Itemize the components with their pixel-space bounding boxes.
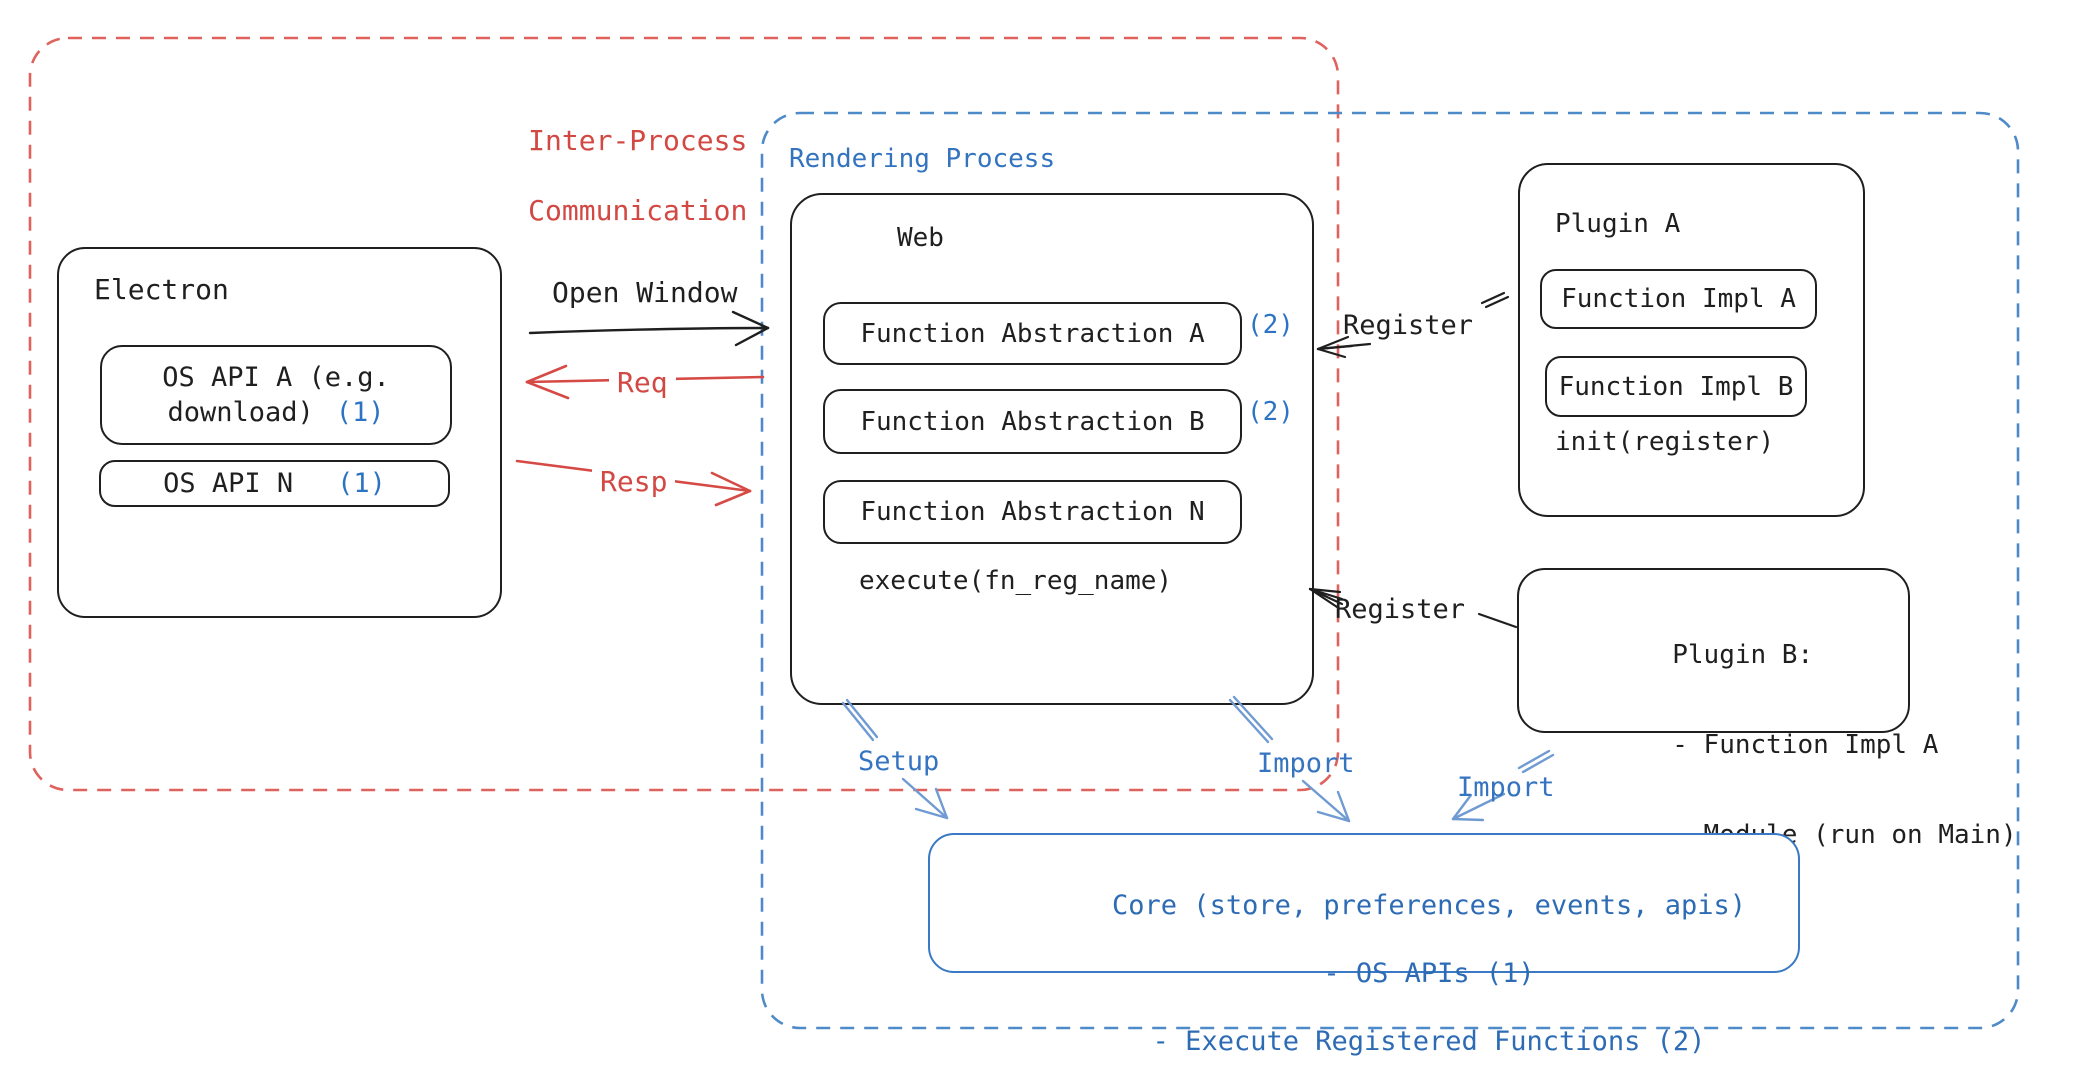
resp-label: Resp: [592, 465, 676, 498]
core-text: Core (store, preferences, events, apis) …: [930, 855, 1798, 1066]
plugin-b-line1: Plugin B:: [1672, 640, 1814, 670]
core-box: Core (store, preferences, events, apis) …: [928, 833, 1800, 1057]
function-abstraction-a-badge: (2): [1247, 310, 1294, 340]
os-api-n-badge: (1): [337, 468, 386, 499]
os-api-n-box: OS API N (1): [99, 460, 450, 507]
web-box: Web Function Abstraction A (2) Function …: [790, 193, 1314, 705]
function-impl-a-label: Function Impl A: [1561, 284, 1796, 314]
function-abstraction-a-box: Function Abstraction A: [823, 302, 1242, 365]
import-plugin-label: Import: [1457, 772, 1555, 803]
plugin-b-line2: - Function Impl A: [1672, 730, 1939, 760]
function-abstraction-a-label: Function Abstraction A: [860, 318, 1205, 349]
function-abstraction-b-box: Function Abstraction B: [823, 389, 1242, 454]
function-abstraction-b-badge: (2): [1247, 397, 1294, 427]
os-api-a-badge: (1): [335, 397, 385, 428]
core-line1: Core (store, preferences, events, apis): [1112, 890, 1746, 921]
core-line2: - OS APIs (1): [1323, 958, 1535, 989]
core-line3: - Execute Registered Functions (2): [1152, 1026, 1706, 1057]
function-impl-b-label: Function Impl B: [1558, 371, 1794, 402]
execute-text: execute(fn_reg_name): [859, 566, 1173, 596]
electron-box: Electron OS API A (e.g. download) (1) OS…: [57, 247, 502, 618]
init-register-text: init(register): [1555, 427, 1775, 457]
rendering-region-title: Rendering Process: [789, 144, 1056, 174]
import-web-label: Import: [1257, 748, 1355, 779]
register-b-label: Register: [1335, 594, 1466, 625]
function-abstraction-b-label: Function Abstraction B: [860, 406, 1205, 437]
ipc-region-title: Inter-Process Communication: [427, 88, 747, 263]
ipc-title-line1: Inter-Process: [528, 124, 748, 157]
open-window-label: Open Window: [552, 276, 738, 309]
open-window-arrow: [528, 310, 770, 347]
function-abstraction-n-box: Function Abstraction N: [823, 480, 1242, 544]
web-title: Web: [897, 223, 944, 253]
os-api-n-label: OS API N: [163, 468, 294, 499]
setup-label: Setup: [858, 746, 940, 777]
os-api-a-box: OS API A (e.g. download) (1): [100, 345, 452, 445]
plugin-b-box: Plugin B: - Function Impl A - Module (ru…: [1517, 568, 2017, 850]
os-api-a-line2: download): [167, 397, 314, 428]
function-abstraction-n-label: Function Abstraction N: [860, 497, 1205, 527]
plugin-a-box: Plugin A Function Impl A Function Impl B…: [1518, 163, 1865, 517]
plugin-a-title: Plugin A: [1555, 209, 1681, 239]
function-impl-b-box: Function Impl B: [1545, 356, 1807, 417]
register-a-label: Register: [1343, 310, 1474, 341]
os-api-a-line1: OS API A (e.g.: [162, 362, 390, 393]
ipc-title-line2: Communication: [528, 194, 748, 227]
function-impl-a-box: Function Impl A: [1540, 269, 1817, 329]
electron-title: Electron: [94, 273, 229, 306]
req-label: Req: [609, 366, 676, 399]
